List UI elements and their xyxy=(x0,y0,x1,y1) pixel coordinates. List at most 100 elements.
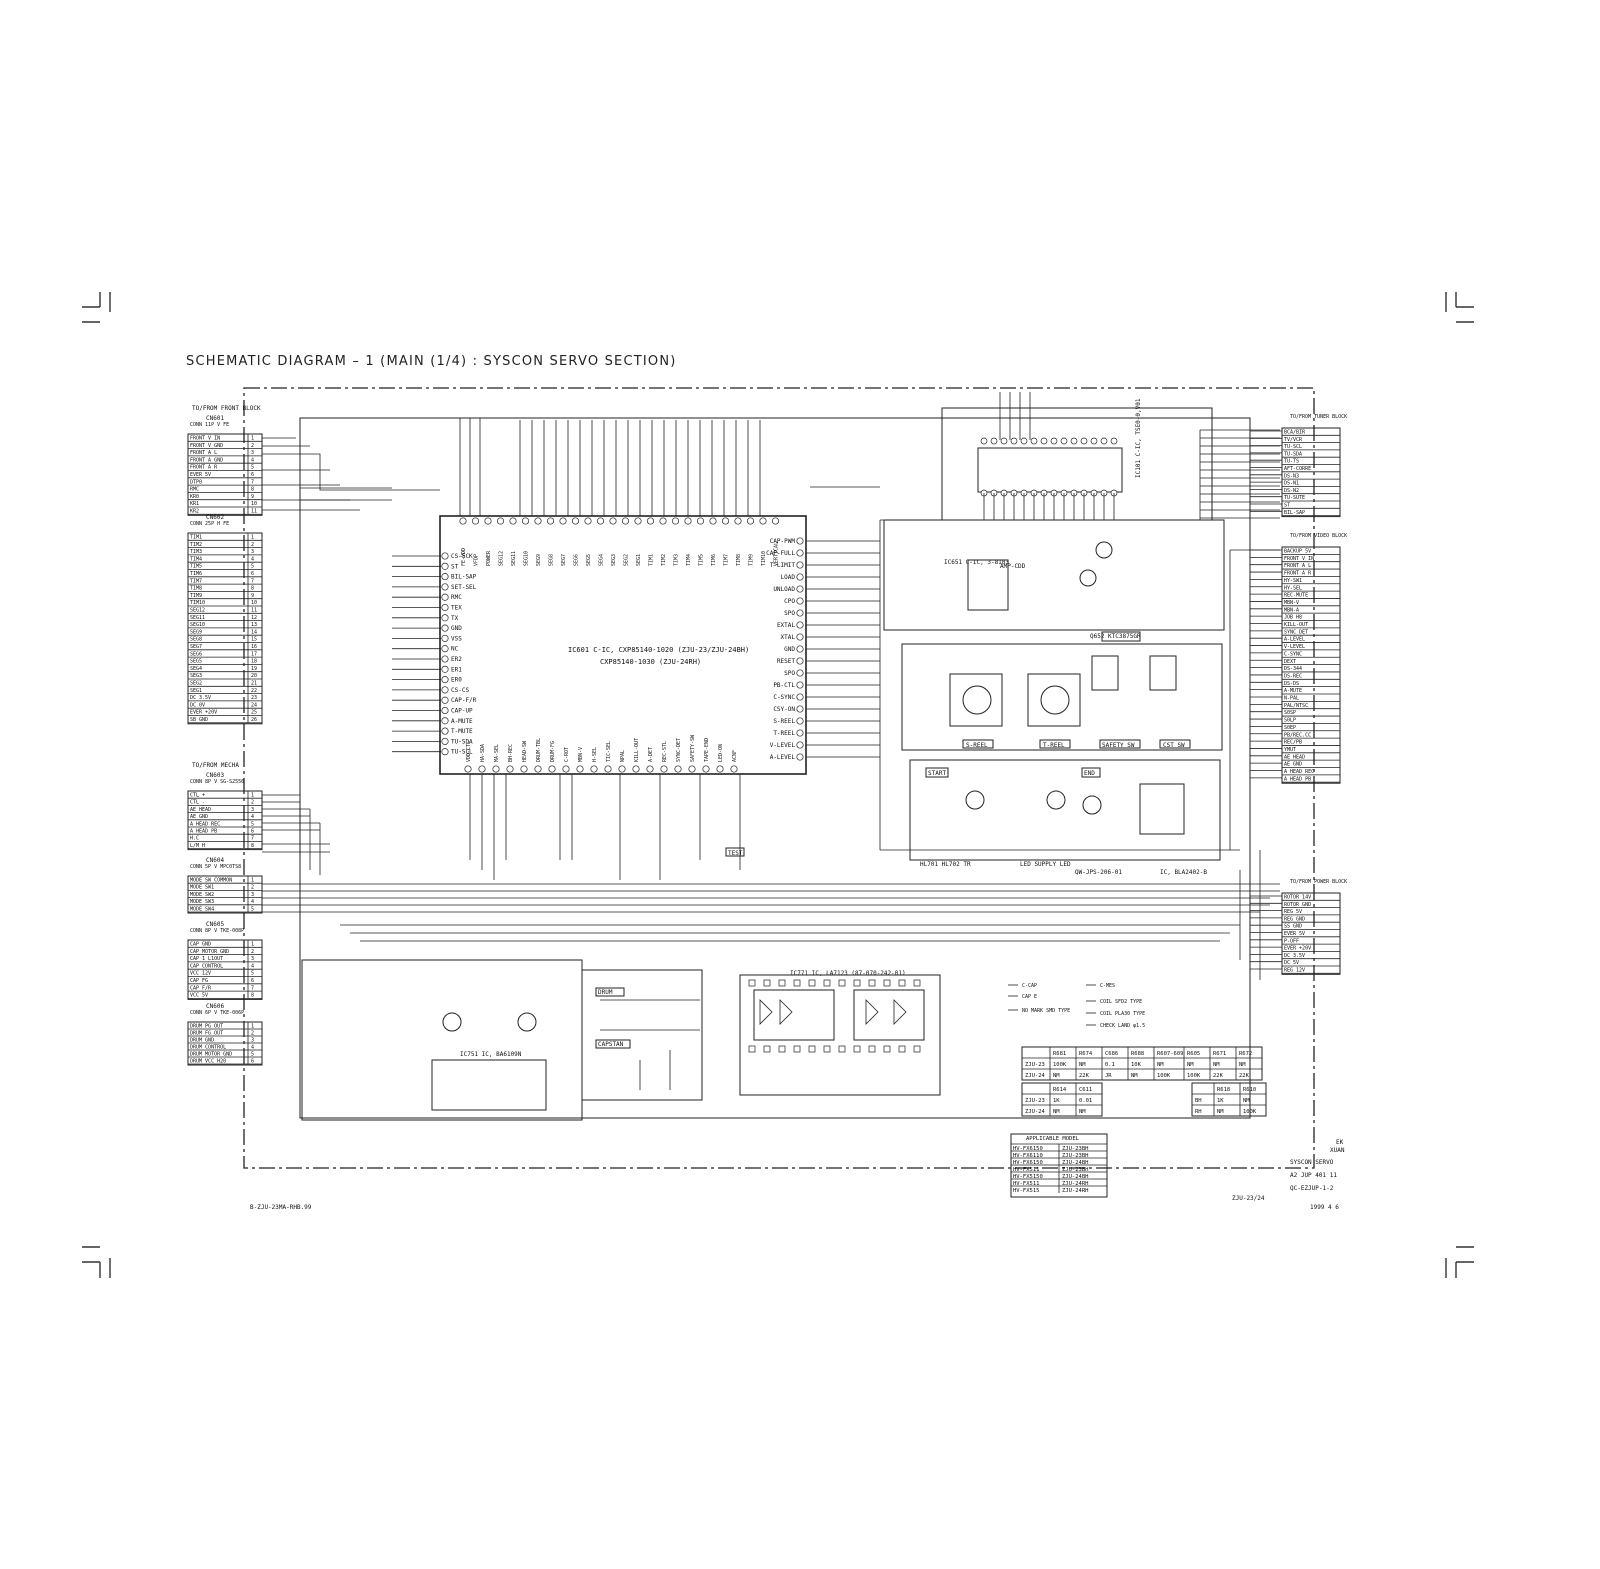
ic-pin-label: C-SYNC xyxy=(773,694,795,701)
connector-pin-label: SEG10 xyxy=(190,622,205,628)
diagram-title: SCHEMATIC DIAGRAM – 1 (MAIN (1/4) : SYSC… xyxy=(186,354,677,369)
connector-pin-number: 1 xyxy=(251,878,254,884)
ic-pin-label: SAFETY-SW xyxy=(690,734,696,762)
connector-pin-label: DS-REC xyxy=(1284,673,1302,679)
connector-pin-label: DS-N3 xyxy=(1284,473,1299,479)
ic-pin-label: TIM2 xyxy=(661,554,667,566)
connector-pin-label: P-OFF xyxy=(1284,938,1299,944)
connector-body xyxy=(187,532,263,725)
table-cell: 100K xyxy=(1243,1109,1257,1115)
legend-item: COIL PLA30 TYPE xyxy=(1100,1011,1145,1017)
connector-pin-label: AE HEAD xyxy=(1284,754,1305,760)
connector-pin-label: N-PAL xyxy=(1284,696,1299,702)
connector-pin-label: L/M H xyxy=(190,843,205,849)
ic-pin-label: SEG8 xyxy=(549,554,555,566)
connector-pin-number: 2 xyxy=(251,949,254,955)
connector-pin-label: DRUM FG OUT xyxy=(190,1031,223,1037)
applicable-model-code: ZJU-23BH xyxy=(1062,1167,1089,1173)
connector-pin-number: 3 xyxy=(251,450,254,456)
info-date: 1999 4 6 xyxy=(1310,1204,1339,1211)
connector-pin-label: AE GND xyxy=(1284,762,1302,768)
ic-pin-label: UNLOAD xyxy=(773,586,795,593)
connector-name: CN601 xyxy=(206,415,224,422)
table-header-cell: R672 xyxy=(1239,1051,1252,1057)
connector-pin-number: 10 xyxy=(251,600,257,606)
ic-pin-label: SEG4 xyxy=(599,554,605,566)
connector-pin-label: CAP FG xyxy=(190,978,208,984)
ic-pin-label: SPO xyxy=(784,670,795,677)
s-reel-label: S-REEL xyxy=(966,742,988,749)
connector-pin-number: 18 xyxy=(251,659,257,665)
connector-pin-label: FRONT A R xyxy=(1284,571,1312,577)
ic-pin-label: XTAL xyxy=(781,634,796,641)
connector-pin-label: V-LEVEL xyxy=(1284,644,1305,650)
ic-left-pins: CS-SCKSTBIL-SAPSET-SELRMCTEXTXGNDVSSNCER… xyxy=(392,552,477,756)
connector-pin-label: DS-N1 xyxy=(1284,481,1299,487)
connector-pin-label: DS-344 xyxy=(1284,666,1302,672)
connector-pin-number: 3 xyxy=(251,807,254,813)
connector-pin-number: 6 xyxy=(251,1059,254,1065)
connector-pin-label: REG GND xyxy=(1284,916,1305,922)
ic-pin-label: CAP-FULL xyxy=(766,550,795,557)
connector-pin-label: EVER +20V xyxy=(1284,946,1311,952)
connector-type: CONN 8P V TKE-008P xyxy=(190,928,244,934)
legend-item: C-MES xyxy=(1100,983,1115,989)
ic-pin-label: CS-SCK xyxy=(451,553,473,560)
ic-pin-label: TX xyxy=(451,615,459,622)
ic-pin-label: TIM3 xyxy=(674,554,680,566)
capstan-drive-block: IC751 IC, BA6109N DRUM CAPSTAN TEST xyxy=(301,847,745,1121)
connector-pin-label: DC 0V xyxy=(190,702,205,708)
table-cell: JR xyxy=(1105,1073,1112,1079)
ic-pin-label: SPO xyxy=(784,610,795,617)
connector-pin-label: AE GND xyxy=(190,814,208,820)
info-xuan: XUAN xyxy=(1330,1147,1345,1154)
connector-pin-number: 1 xyxy=(251,793,254,799)
connector-pin-label: PAL/NTSC xyxy=(1284,703,1308,709)
connector-pin-label: YMUT xyxy=(1284,747,1296,753)
applicable-model-code: ZJU-23BH xyxy=(1062,1146,1089,1152)
ic-pin-label: DRUM-TBL xyxy=(536,738,542,762)
connector-pin-label: MODE SW2 xyxy=(190,892,214,898)
connector-name: CN602 xyxy=(206,514,224,521)
ic-pin-label: SEG12 xyxy=(499,551,505,566)
connector-pin-number: 19 xyxy=(251,666,257,672)
ic-pin-label: TIM1 xyxy=(649,554,655,566)
connector-pin-label: REG 12V xyxy=(1284,968,1305,974)
table-cell: 100K xyxy=(1157,1073,1171,1079)
connector-pin-label: HY-SW1 xyxy=(1284,578,1302,584)
hl701-label: HL701 HL702 TR xyxy=(920,861,971,868)
connector-pin-label: PB/REC.CC xyxy=(1284,732,1311,738)
legend-item: NO MARK SMD TYPE xyxy=(1022,1008,1070,1014)
ic-pin-label: VFDP xyxy=(474,554,480,566)
table-cell: 100K xyxy=(1187,1073,1201,1079)
connector-block-label: TO/FROM POWER BLOCK xyxy=(1290,879,1347,885)
connector-pin-number: 5 xyxy=(251,564,254,570)
capstan-label: CAPSTAN xyxy=(598,1041,624,1048)
ic-pin-label: C-ROT xyxy=(564,747,570,762)
crop-marks xyxy=(82,292,1474,1278)
connector-pin-number: 25 xyxy=(251,710,257,716)
connector-pin-label: REC-MUTE xyxy=(1284,593,1308,599)
connector-name: CN605 xyxy=(206,921,224,928)
ic-pin-label: CS-CS xyxy=(451,687,469,694)
ic-pin-label: TU-SDA xyxy=(451,738,473,745)
ic-pin-label: NPAL xyxy=(620,750,626,762)
table-cell: NM xyxy=(1187,1062,1194,1068)
connector-pin-label: FRONT V IN xyxy=(190,436,220,442)
connector-pin-label: A-MUTE xyxy=(1284,688,1302,694)
connector-pin-label: BIL-SAP xyxy=(1284,510,1305,516)
connector-pin-label: SEG4 xyxy=(190,666,202,672)
connector-pin-number: 1 xyxy=(251,1024,254,1030)
connector-type: CONN 6P V TKE-006P xyxy=(190,1010,244,1016)
ic-pin-label: MBN-V xyxy=(578,747,584,762)
connector-pin-number: 16 xyxy=(251,644,257,650)
connector-pin-number: 5 xyxy=(251,1052,254,1058)
table-cell: 22K xyxy=(1213,1073,1224,1079)
connector-pin-label: CAP GND xyxy=(190,942,211,948)
ic-pin-label: DRUM-FG xyxy=(550,741,556,762)
connector-pin-number: 3 xyxy=(251,1038,254,1044)
